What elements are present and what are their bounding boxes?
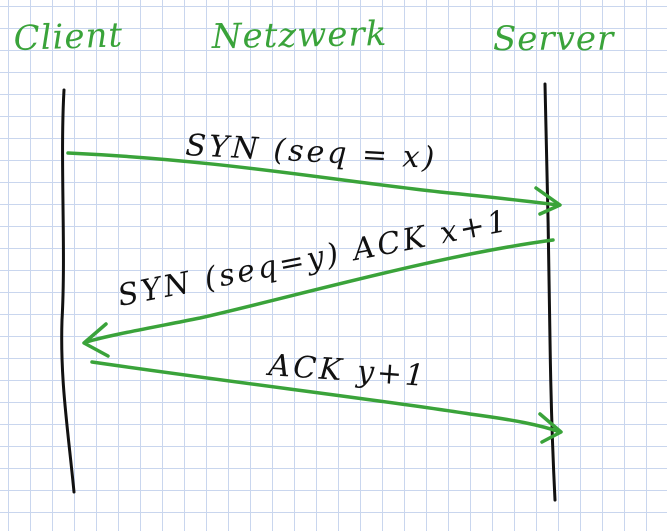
ack-arrowhead	[538, 412, 563, 444]
syn-ack-arrowhead	[82, 322, 110, 358]
server-lifeline	[543, 82, 557, 502]
ack-label: ACK y+1	[264, 348, 428, 394]
client-lifeline	[60, 88, 76, 494]
syn-arrow	[66, 151, 560, 207]
syn-ack-arrow	[84, 238, 555, 344]
server-header: Server	[493, 19, 615, 59]
syn-arrowhead	[534, 186, 562, 216]
syn-label: SYN (seq = x)	[185, 128, 439, 176]
ack-arrow	[90, 360, 562, 434]
client-header: Client	[13, 15, 124, 59]
network-header: Netzwerk	[210, 14, 387, 57]
